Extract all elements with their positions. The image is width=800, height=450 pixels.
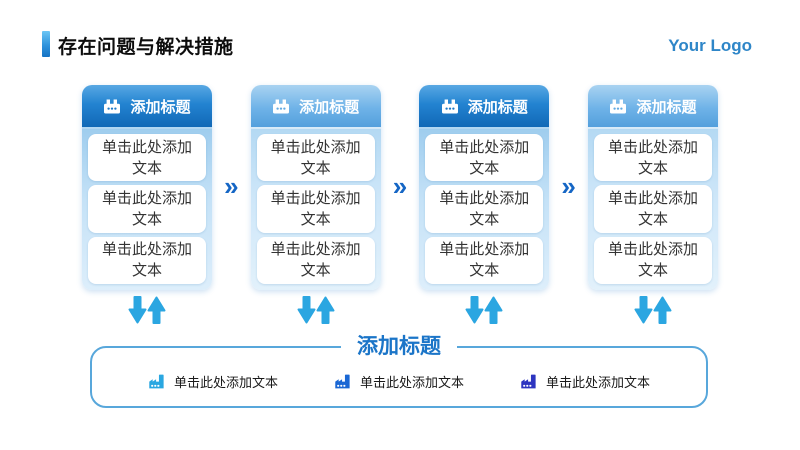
logo-text: Your Logo [668, 36, 752, 55]
flow-card: 添加标题 单击此处添加文本 单击此处添加文本 单击此处添加文本 [419, 85, 550, 290]
text-placeholder[interactable]: 单击此处添加文本 [88, 236, 206, 284]
text-placeholder[interactable]: 单击此处添加文本 [425, 185, 544, 233]
placeholder-text: 单击此处添加文本 [439, 189, 530, 228]
factory-icon [272, 99, 290, 114]
text-placeholder[interactable]: 单击此处添加文本 [256, 236, 375, 284]
page-title: 存在问题与解决措施 [58, 37, 234, 58]
down-up-arrows-icon [419, 295, 549, 325]
summary-item-label: 单击此处添加文本 [545, 374, 650, 390]
placeholder-text: 单击此处添加文本 [607, 189, 698, 228]
summary-item-label: 单击此处添加文本 [359, 374, 464, 390]
column-header[interactable]: 添加标题 [419, 85, 550, 129]
text-placeholder[interactable]: 单击此处添加文本 [88, 134, 206, 182]
down-up-arrows-icon [588, 295, 718, 325]
summary-item[interactable]: 单击此处添加文本 [148, 372, 278, 391]
placeholder-text: 单击此处添加文本 [607, 138, 698, 177]
flow-column-1: 添加标题 单击此处添加文本 单击此处添加文本 单击此处添加文本 [82, 85, 212, 325]
flow-card: 添加标题 单击此处添加文本 单击此处添加文本 单击此处添加文本 [587, 85, 718, 290]
text-placeholder[interactable]: 单击此处添加文本 [593, 185, 712, 233]
column-body: 单击此处添加文本 单击此处添加文本 单击此处添加文本 [82, 129, 212, 290]
double-chevron-icon: » [224, 171, 239, 201]
column-body: 单击此处添加文本 单击此处添加文本 单击此处添加文本 [419, 129, 550, 290]
placeholder-text: 单击此处添加文本 [101, 241, 192, 280]
column-title: 添加标题 [636, 98, 697, 116]
flow-column-4: 添加标题 单击此处添加文本 单击此处添加文本 单击此处添加文本 [587, 85, 718, 325]
summary-item[interactable]: 单击此处添加文本 [334, 372, 464, 391]
flow-card: 添加标题 单击此处添加文本 单击此处添加文本 单击此处添加文本 [250, 85, 381, 290]
factory-icon [609, 99, 627, 114]
text-placeholder[interactable]: 单击此处添加文本 [593, 236, 712, 284]
text-placeholder[interactable]: 单击此处添加文本 [256, 134, 375, 182]
text-placeholder[interactable]: 单击此处添加文本 [425, 134, 544, 182]
factory-icon [520, 374, 537, 389]
column-title: 添加标题 [130, 98, 191, 116]
placeholder-text: 单击此处添加文本 [270, 189, 361, 228]
title-accent-bar [42, 31, 50, 57]
down-up-arrows-icon [82, 295, 212, 325]
flow-card: 添加标题 单击此处添加文本 单击此处添加文本 单击此处添加文本 [82, 85, 212, 290]
summary-item[interactable]: 单击此处添加文本 [520, 372, 650, 391]
double-chevron-icon: » [392, 171, 408, 201]
summary-item-label: 单击此处添加文本 [173, 374, 278, 390]
text-placeholder[interactable]: 单击此处添加文本 [88, 185, 206, 233]
factory-icon [441, 99, 459, 114]
column-body: 单击此处添加文本 单击此处添加文本 单击此处添加文本 [587, 129, 718, 290]
column-header[interactable]: 添加标题 [587, 85, 718, 129]
placeholder-text: 单击此处添加文本 [270, 241, 361, 280]
flow-row: 添加标题 单击此处添加文本 单击此处添加文本 单击此处添加文本 » [82, 85, 718, 325]
column-header[interactable]: 添加标题 [82, 85, 212, 129]
column-header[interactable]: 添加标题 [250, 85, 381, 129]
flow-column-3: 添加标题 单击此处添加文本 单击此处添加文本 单击此处添加文本 [419, 85, 550, 325]
text-placeholder[interactable]: 单击此处添加文本 [256, 185, 375, 233]
placeholder-text: 单击此处添加文本 [607, 241, 698, 280]
summary-title[interactable]: 添加标题 [341, 333, 457, 361]
factory-icon [148, 374, 165, 389]
down-up-arrows-icon [251, 295, 381, 325]
column-body: 单击此处添加文本 单击此处添加文本 单击此处添加文本 [250, 129, 381, 290]
summary-items: 单击此处添加文本 单击此处添加文本 单击此处添加文本 [92, 348, 706, 406]
flow-column-2: 添加标题 单击此处添加文本 单击此处添加文本 单击此处添加文本 [250, 85, 381, 325]
placeholder-text: 单击此处添加文本 [439, 241, 530, 280]
placeholder-text: 单击此处添加文本 [439, 138, 530, 177]
text-placeholder[interactable]: 单击此处添加文本 [425, 236, 544, 284]
column-title: 添加标题 [467, 98, 528, 116]
placeholder-text: 单击此处添加文本 [101, 189, 192, 228]
factory-icon [334, 374, 351, 389]
placeholder-text: 单击此处添加文本 [101, 138, 192, 177]
double-chevron-icon: » [561, 171, 576, 201]
column-title: 添加标题 [299, 98, 360, 116]
factory-icon [103, 99, 121, 114]
placeholder-text: 单击此处添加文本 [270, 138, 361, 177]
text-placeholder[interactable]: 单击此处添加文本 [593, 134, 712, 182]
summary-panel: 添加标题 单击此处添加文本 单击此处添加文本 单击此处添加文本 [90, 333, 708, 408]
